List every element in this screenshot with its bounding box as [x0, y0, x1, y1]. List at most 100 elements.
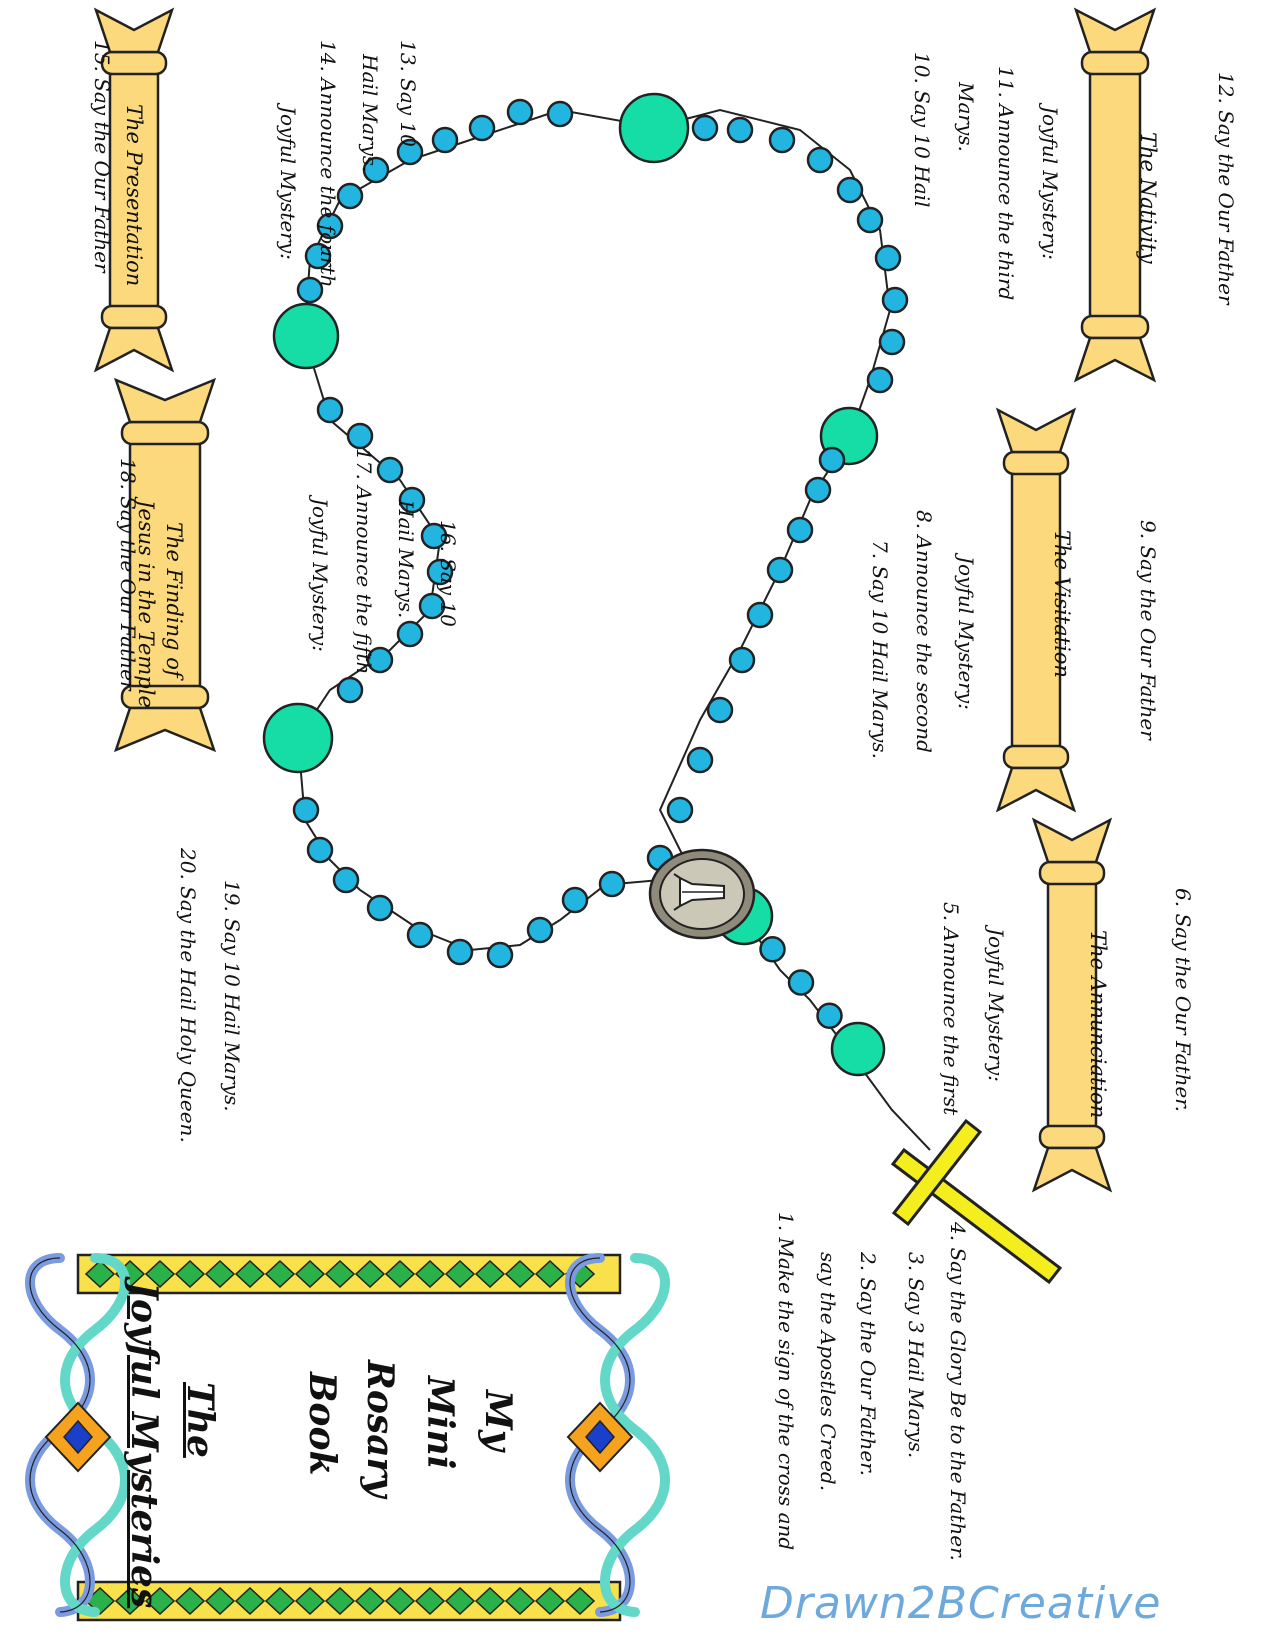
hail-mary-bead — [806, 146, 834, 174]
step-20: 20. Say the Hail Holy Queen. — [176, 848, 200, 1143]
step-17-line2: Joyful Mystery: — [308, 498, 332, 652]
hail-mary-bead — [768, 126, 796, 154]
hail-mary-bead — [816, 1002, 843, 1029]
step-19: 19. Say 10 Hail Marys. — [220, 880, 244, 1112]
crucifix-cross-icon — [890, 1118, 1063, 1285]
step-8-line2: Joyful Mystery: — [954, 556, 978, 710]
praying-hands-icon — [673, 873, 725, 911]
hail-mary-bead — [878, 328, 906, 356]
hail-mary-bead — [332, 866, 360, 894]
hail-mary-bead — [787, 969, 815, 996]
hail-mary-bead — [874, 244, 902, 272]
hail-mary-bead — [506, 98, 534, 126]
step-10-line2: Marys. — [954, 82, 978, 152]
step-5-line2: Joyful Mystery: — [984, 928, 1008, 1082]
frame-diamond-border — [84, 1259, 596, 1289]
mystery-scroll-banner — [113, 377, 217, 753]
hail-mary-bead — [546, 100, 574, 128]
hail-mary-bead — [406, 921, 434, 949]
step-12: 12. Say the Our Father — [1214, 72, 1238, 305]
step-2: 2. Say the Our Father. — [856, 1252, 880, 1476]
step-16-line1: 16. Say 10 — [436, 520, 460, 627]
hail-mary-bead — [396, 620, 424, 648]
mystery-nativity: The Nativity — [1136, 132, 1160, 264]
hail-mary-bead — [366, 646, 394, 674]
hail-mary-bead — [316, 396, 344, 424]
mystery-finding-line1: The Finding of — [162, 522, 186, 678]
hail-mary-bead — [316, 212, 344, 240]
hail-mary-bead — [426, 558, 454, 586]
step-11-line1: 11. Announce the third — [994, 66, 1018, 301]
watermark-logo: Drawn2BCreative — [760, 1578, 1162, 1629]
hail-mary-bead — [376, 456, 404, 484]
mystery-visitation: The Visitation — [1050, 530, 1074, 678]
hail-mary-bead — [446, 938, 474, 966]
hail-mary-bead — [691, 114, 719, 142]
hail-mary-bead — [336, 676, 364, 704]
hail-mary-bead — [366, 894, 394, 922]
our-father-bead — [830, 1021, 886, 1077]
step-14-line1: 14. Announce the fourth — [316, 40, 340, 288]
hail-mary-bead — [726, 116, 754, 144]
title-frame — [25, 1253, 670, 1622]
step-15: 15. Say the Our Father — [90, 40, 114, 273]
hail-mary-bead — [804, 476, 832, 504]
step-4: 4. Say the Glory Be to the Father. — [946, 1222, 970, 1561]
title-line-book: Book — [301, 1372, 343, 1476]
step-1-line2: say the Apostles Creed. — [816, 1252, 840, 1492]
mystery-annunciation: The Annunciation — [1086, 930, 1110, 1119]
hail-mary-bead — [398, 486, 426, 514]
hail-mary-bead — [306, 836, 334, 864]
step-13-line2: Hail Marys. — [358, 54, 382, 173]
step-13-line1: 13. Say 10 — [396, 40, 420, 147]
title-line-rosary: Rosary — [359, 1360, 401, 1498]
step-8-line1: 8. Announce the second — [912, 510, 936, 753]
mystery-scroll-banner — [93, 7, 175, 373]
step-14-line2: Joyful Mystery: — [276, 106, 300, 260]
hail-mary-bead — [746, 601, 774, 629]
hail-mary-bead — [431, 126, 459, 154]
step-10-line1: 10. Say 10 Hail — [910, 52, 934, 208]
title-line-my: My — [477, 1390, 519, 1451]
hail-mary-bead — [856, 206, 884, 234]
step-16-line2: Hail Marys. — [394, 500, 418, 619]
step-9: 9. Say the Our Father — [1136, 520, 1160, 740]
hail-mary-bead — [486, 941, 514, 969]
hail-mary-bead — [292, 796, 320, 824]
hail-mary-bead — [418, 592, 446, 620]
hail-mary-bead — [686, 746, 714, 774]
hail-mary-bead — [561, 886, 589, 914]
mystery-presentation: The Presentation — [122, 104, 146, 287]
step-6: 6. Say the Our Father. — [1171, 888, 1195, 1112]
hail-mary-bead — [786, 516, 814, 544]
hail-mary-bead — [396, 138, 424, 166]
mystery-scroll-banner — [995, 407, 1077, 813]
hail-mary-bead — [598, 870, 626, 898]
frame-jewel-icon — [44, 1401, 112, 1473]
centerpiece-medal — [648, 848, 756, 940]
title-line-the: The — [179, 1382, 221, 1458]
hail-mary-bead — [759, 936, 786, 963]
our-father-bead — [618, 92, 690, 164]
frame-diamond-border — [84, 1586, 596, 1616]
hail-mary-bead — [304, 242, 332, 270]
hail-mary-bead — [818, 446, 846, 474]
our-father-bead — [262, 702, 334, 774]
hail-mary-bead — [336, 182, 364, 210]
frame-jewel-icon — [566, 1401, 634, 1473]
step-7: 7. Say 10 Hail Marys. — [868, 540, 892, 759]
hail-mary-bead — [766, 556, 794, 584]
step-1-line1: 1. Make the sign of the cross and — [774, 1212, 798, 1551]
hail-mary-bead — [881, 286, 909, 314]
hail-mary-bead — [836, 176, 864, 204]
our-father-bead — [272, 302, 340, 370]
title-line-joyful-mysteries: Joyful Mysteries — [123, 1282, 165, 1609]
hail-mary-bead — [666, 796, 694, 824]
mystery-finding-line2: Jesus in the Temple — [134, 500, 158, 708]
step-5-line1: 5. Announce the first — [939, 902, 963, 1116]
step-11-line2: Joyful Mystery: — [1038, 106, 1062, 260]
mystery-scroll-banner — [1073, 7, 1157, 383]
hail-mary-bead — [866, 366, 894, 394]
hail-mary-bead — [468, 114, 496, 142]
